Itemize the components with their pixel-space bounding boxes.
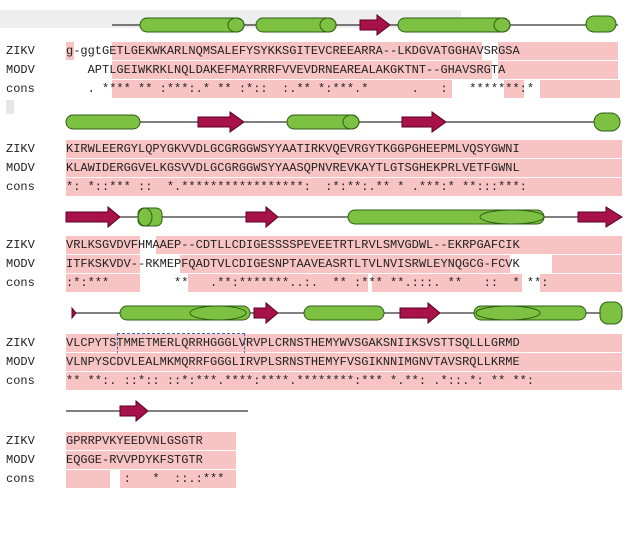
strand-arrow	[197, 111, 245, 133]
sequence-text: EQGGE-RVVPDYKFSTGTR	[66, 453, 203, 467]
sequence-text: KLAWIDERGGVELKGSVVDLGCGRGGWSYYAASQPNVREV…	[66, 161, 520, 175]
strand-arrow	[577, 206, 623, 228]
sequence-label: cons	[6, 472, 35, 486]
row-modv: MODV KLAWIDERGGVELKGSVVDLGCGRGGWSYYAASQP…	[0, 159, 627, 177]
sequence-label: cons	[6, 276, 35, 290]
helix-shape	[286, 114, 360, 130]
sequence-text: APTLGEIWKRKLNQLDAKEFMAYRRRFVVEVDRNEAREAL…	[66, 63, 506, 77]
row-modv: MODV VLNPYSCDVLEALMKMQRRFGGGLIRVPLSRNSTH…	[0, 353, 627, 371]
helix-shape	[473, 305, 587, 321]
strand-arrow	[401, 111, 447, 133]
secondary-structure-track-5	[66, 399, 248, 423]
sequence-label: cons	[6, 180, 35, 194]
sequence-text: ITFKSKVDV--RKMEPFQADTVLCDIGESNPTAAVEASRT…	[66, 257, 520, 271]
strand-arrow	[71, 306, 77, 320]
consensus-text: ** **:. ::*:: ::*:***.****:****.********…	[66, 374, 535, 388]
consensus-text: : * ::.:***	[66, 472, 225, 486]
helix-shape	[119, 305, 251, 321]
sequence-label: ZIKV	[6, 434, 35, 448]
sequence-text: VLNPYSCDVLEALMKMQRRFGGGLIRVPLSRNSTHEMYFV…	[66, 355, 520, 369]
secondary-structure-track-1	[112, 13, 618, 37]
row-modv: MODV APTLGEIWKRKLNQLDAKEFMAYRRRFVVEVDRNE…	[0, 61, 627, 79]
secondary-structure-track-4	[71, 301, 623, 325]
alignment-block-1: ZIKV g-ggtGETLGEKWKARLNQMSALEFYSYKKSGITE…	[0, 0, 627, 114]
alignment-block-3: ZIKV VRLKSGVDVFHMAAEP--CDTLLCDIGESSSSPEV…	[0, 202, 627, 294]
row-cons: cons :*:*** ** .**:*******..:. ** :*** *…	[0, 274, 627, 292]
helix-shape	[585, 15, 617, 33]
secondary-structure-track-2	[65, 111, 621, 133]
row-modv: MODV ITFKSKVDV--RKMEPFQADTVLCDIGESNPTAAV…	[0, 255, 627, 273]
strand-arrow	[119, 399, 149, 423]
helix-shape	[593, 112, 621, 132]
helix-shape	[139, 17, 245, 33]
sequence-text: KIRWLEERGYLQPYGKVVDLGCGRGGWSYYAATIRKVQEV…	[66, 142, 520, 156]
row-zikv: ZIKV GPRRPVKYEEDVNLGSGTR	[0, 432, 627, 450]
sequence-text: VRLKSGVDVFHMAAEP--CDTLLCDIGESSSSPEVEETRT…	[66, 238, 520, 252]
sequence-label: ZIKV	[6, 336, 35, 350]
alignment-block-2: ZIKV KIRWLEERGYLQPYGKVVDLGCGRGGWSYYAATIR…	[0, 108, 627, 198]
alignment-block-5: ZIKV GPRRPVKYEEDVNLGSGTR MODV EQGGE-RVVP…	[0, 396, 627, 492]
sequence-label: cons	[6, 374, 35, 388]
alignment-block-4: ZIKV VLCPYTSTMMETMERLQRRHGGGLVRVPLCRNSTH…	[0, 298, 627, 392]
sequence-label: MODV	[6, 257, 35, 271]
row-modv: MODV EQGGE-RVVPDYKFSTGTR	[0, 451, 627, 469]
consensus-text: :*:*** ** .**:*******..:. ** :*** **.:::…	[66, 276, 549, 290]
consensus-text: . **** ** :***:.* ** :*:: :.** *:***.* .…	[66, 82, 535, 96]
helix-shape	[303, 305, 385, 321]
row-cons: cons *: *::*** :: *.*****************: :…	[0, 178, 627, 196]
sequence-text: g-ggtGETLGEKWKARLNQMSALEFYSYKKSGITEVCREE…	[66, 44, 520, 58]
secondary-structure-track-3	[65, 205, 623, 229]
strand-arrow	[245, 205, 279, 229]
sequence-label: ZIKV	[6, 238, 35, 252]
sequence-label: MODV	[6, 453, 35, 467]
helix-shape	[599, 301, 623, 325]
row-zikv: ZIKV KIRWLEERGYLQPYGKVVDLGCGRGGWSYYAATIR…	[0, 140, 627, 158]
row-cons: cons ** **:. ::*:: ::*:***.****:****.***…	[0, 372, 627, 390]
sequence-label: ZIKV	[6, 44, 35, 58]
row-cons: cons . **** ** :***:.* ** :*:: :.** *:**…	[0, 80, 627, 98]
helix-shape	[347, 209, 545, 225]
row-cons: cons : * ::.:***	[0, 470, 627, 488]
helix-shape	[255, 17, 337, 33]
strand-arrow	[65, 205, 121, 229]
row-zikv: ZIKV VRLKSGVDVFHMAAEP--CDTLLCDIGESSSSPEV…	[0, 236, 627, 254]
helix-shape	[397, 17, 511, 33]
sequence-text: GPRRPVKYEEDVNLGSGTR	[66, 434, 203, 448]
marker	[6, 100, 14, 114]
row-zikv: ZIKV g-ggtGETLGEKWKARLNQMSALEFYSYKKSGITE…	[0, 42, 627, 60]
strand-arrow	[359, 13, 391, 37]
consensus-text: *: *::*** :: *.*****************: :*:**:…	[66, 180, 527, 194]
sequence-label: MODV	[6, 63, 35, 77]
strand-arrow	[399, 301, 441, 325]
sequence-label: MODV	[6, 161, 35, 175]
helix-shape	[137, 207, 163, 227]
helix-shape	[65, 114, 141, 130]
strand-arrow	[253, 301, 279, 325]
motif-highlight-box	[117, 333, 245, 354]
sequence-label: cons	[6, 82, 35, 96]
row-zikv: ZIKV VLCPYTSTMMETMERLQRRHGGGLVRVPLCRNSTH…	[0, 334, 627, 352]
sequence-text: VLCPYTSTMMETMERLQRRHGGGLVRVPLCRNSTHEMYWV…	[66, 336, 520, 350]
sequence-label: MODV	[6, 355, 35, 369]
sequence-label: ZIKV	[6, 142, 35, 156]
